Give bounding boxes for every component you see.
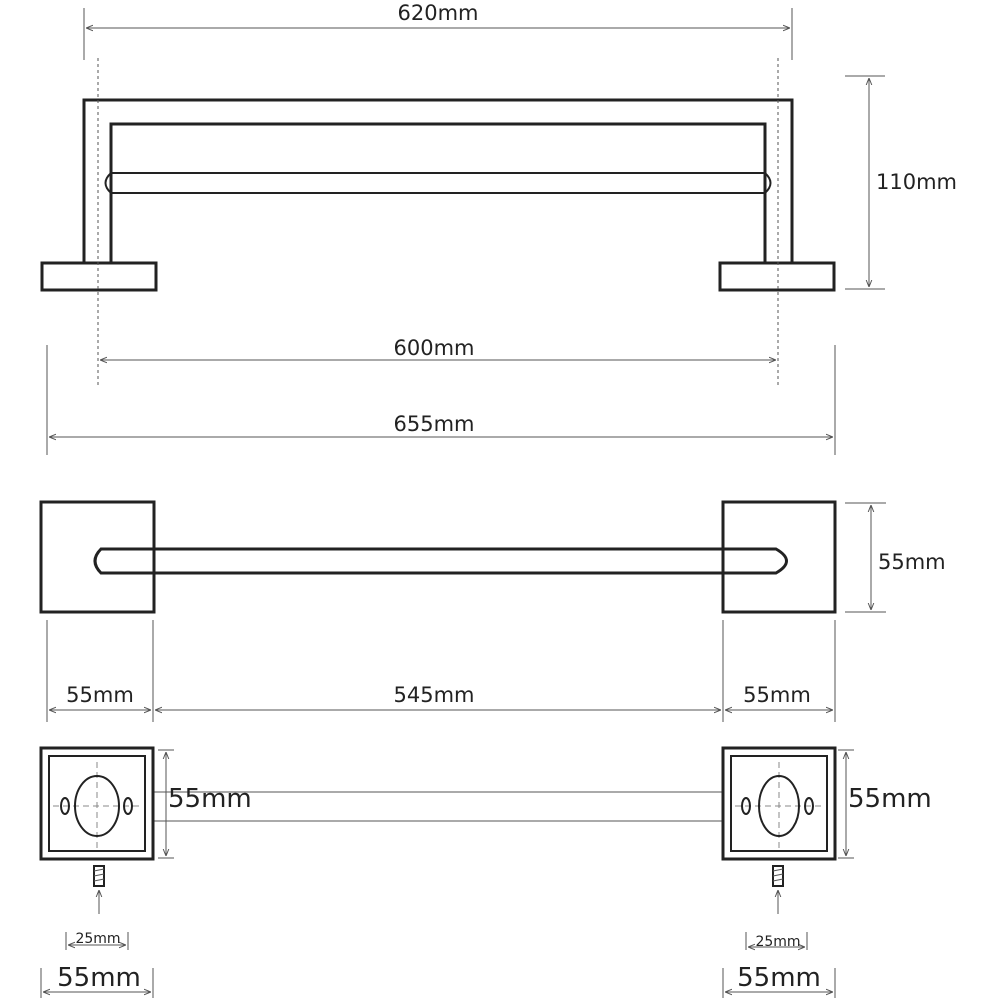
dimension-label: 55mm [66,683,134,707]
dimension-label: 620mm [398,1,479,25]
screw-slot-icon [741,797,751,815]
dimension-right-plate-width: 55mm [725,683,833,710]
dimension-label: 545mm [394,683,475,707]
right-screw-icon [772,865,784,914]
screw-slot-icon [123,797,133,815]
screw-slot-icon [804,797,814,815]
dimension-label: 55mm [57,963,141,993]
dimension-label: 55mm [878,550,946,574]
top-towel-bar [93,547,788,575]
dimension-left-plate-side: 55mm [158,749,252,859]
dimension-label: 55mm [743,683,811,707]
front-view: 620mm 110mm 600mm 655mm [40,1,957,455]
dimension-left-plate-bottom: 55mm [40,963,154,998]
front-towel-rod [104,172,772,194]
front-frame-outer [82,98,794,263]
dimension-right-screw: 25mm [745,932,808,950]
left-mounting-plate [39,746,155,861]
dimension-height: 110mm [845,75,957,290]
dimension-label: 25mm [755,934,800,950]
dimension-right-plate-side: 55mm [838,749,932,859]
dimension-plate-height: 55mm [845,502,946,613]
dimension-left-plate-width: 55mm [49,683,151,710]
dimension-label: 55mm [168,784,252,814]
dimension-inner-span: 600mm [100,336,776,360]
front-left-base-plate [40,261,158,292]
mounting-hole-icon [74,775,120,837]
dimension-label: 600mm [394,336,475,360]
dimension-label: 55mm [737,963,821,993]
dimension-label: 110mm [876,170,957,194]
right-mounting-plate [721,746,837,861]
mounting-view: 55mm 55mm 25mm [39,746,932,998]
left-screw-icon [93,865,105,914]
top-right-plate [721,500,837,614]
top-view: 55mm 55mm 545mm 55mm [39,500,946,722]
top-left-plate [39,500,156,614]
dimension-bar-length: 545mm [155,683,721,710]
front-right-base-plate [718,261,836,292]
dimension-label: 25mm [75,931,120,947]
screw-slot-icon [60,797,70,815]
dimension-right-plate-bottom: 55mm [722,963,836,998]
dimension-overall-width: 655mm [46,345,836,455]
dimension-label: 655mm [394,412,475,436]
mounting-hole-icon [758,775,800,837]
dimension-top-width: 620mm [83,1,793,60]
dimension-left-screw: 25mm [65,931,129,950]
dimension-label: 55mm [848,784,932,814]
